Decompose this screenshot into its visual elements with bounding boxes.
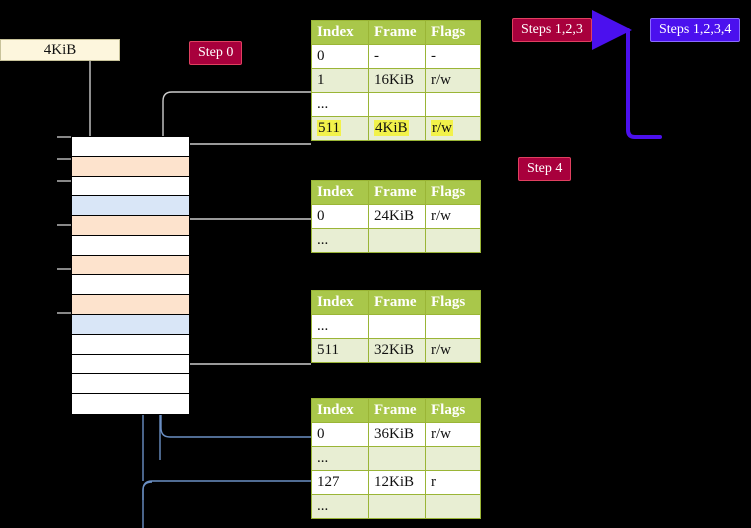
memory-tick-5 — [57, 312, 71, 314]
memory-frame-6 — [72, 255, 189, 276]
column-header-flags: Flags — [425, 290, 481, 315]
table-row: ... — [311, 228, 481, 253]
cell-flags — [425, 494, 481, 519]
cell-frame — [368, 228, 426, 253]
memory-tick-4 — [57, 268, 71, 270]
cell-index: 511 — [311, 338, 369, 363]
memory-frame-13 — [72, 394, 189, 414]
memory-tick-1 — [57, 158, 71, 160]
column-header-frame: Frame — [368, 180, 426, 205]
memory-frame-3 — [72, 196, 189, 217]
cell-flags: r/w — [425, 422, 481, 447]
table-row: ... — [311, 314, 481, 339]
table-row: 511 4KiB r/w — [311, 116, 481, 141]
cell-flags — [425, 314, 481, 339]
cell-flags: r/w — [425, 338, 481, 363]
memory-frame-12 — [72, 374, 189, 395]
wire-pd-511-to-memory — [164, 255, 311, 365]
cell-frame: 32KiB — [368, 338, 426, 363]
cell-flags — [425, 92, 481, 117]
physical-memory-column — [71, 136, 190, 415]
memory-tick-3 — [57, 224, 71, 226]
memory-frame-10 — [72, 334, 189, 355]
cell-frame: 12KiB — [368, 470, 426, 495]
memory-tick-2 — [57, 180, 71, 182]
cell-frame — [368, 494, 426, 519]
badge-steps-123: Steps 1,2,3 — [512, 18, 592, 42]
column-header-frame: Frame — [368, 290, 426, 315]
memory-frame-9 — [72, 315, 189, 335]
badge-step-4: Step 4 — [518, 157, 572, 181]
virtual-address-box: 4KiB — [0, 39, 120, 61]
table-row: ... — [311, 92, 481, 117]
cell-flags: - — [425, 44, 481, 69]
cell-index: 0 — [311, 204, 369, 229]
cell-frame: 36KiB — [368, 422, 426, 447]
cell-frame: - — [368, 44, 426, 69]
cell-flags: r — [425, 470, 481, 495]
table-row: ... — [311, 446, 481, 471]
cell-flags — [425, 446, 481, 471]
highlighted-value: 4KiB — [374, 120, 409, 136]
cell-flags — [425, 228, 481, 253]
cell-index: 0 — [311, 422, 369, 447]
cell-index: 127 — [311, 470, 369, 495]
badge-steps-1234: Steps 1,2,3,4 — [650, 18, 741, 42]
memory-frame-4 — [72, 216, 189, 236]
column-header-index: Index — [311, 290, 369, 315]
table-row: 0-- — [311, 44, 481, 69]
memory-frame-0 — [72, 137, 189, 157]
cell-index: ... — [311, 494, 369, 519]
cell-index: ... — [311, 446, 369, 471]
cell-frame: 24KiB — [368, 204, 426, 229]
cell-frame: 4KiB — [368, 116, 426, 141]
highlighted-value: r/w — [431, 120, 453, 136]
cell-flags: r/w — [425, 204, 481, 229]
cell-flags: r/w — [425, 68, 481, 93]
column-header-flags: Flags — [425, 180, 481, 205]
memory-frame-8 — [72, 295, 189, 316]
cell-index: 0 — [311, 44, 369, 69]
memory-frame-1 — [72, 156, 189, 177]
memory-frame-2 — [72, 176, 189, 197]
memory-frame-5 — [72, 235, 189, 256]
column-header-flags: Flags — [425, 398, 481, 423]
memory-tick-0 — [57, 136, 71, 138]
memory-frame-7 — [72, 275, 189, 296]
column-header-index: Index — [311, 20, 369, 45]
cell-index: ... — [311, 228, 369, 253]
cell-frame — [368, 446, 426, 471]
column-header-flags: Flags — [425, 20, 481, 45]
column-header-index: Index — [311, 398, 369, 423]
cell-frame — [368, 314, 426, 339]
column-header-frame: Frame — [368, 398, 426, 423]
column-header-frame: Frame — [368, 20, 426, 45]
table-row: ... — [311, 494, 481, 519]
cell-index: ... — [311, 92, 369, 117]
cell-index: 1 — [311, 68, 369, 93]
memory-frame-11 — [72, 354, 189, 375]
wire-pdpt-0-to-memory — [164, 209, 311, 229]
cell-frame: 16KiB — [368, 68, 426, 93]
column-header-index: Index — [311, 180, 369, 205]
badge-step-0: Step 0 — [189, 41, 243, 65]
highlighted-value: 511 — [317, 120, 341, 136]
cell-frame — [368, 92, 426, 117]
cell-index: 511 — [311, 116, 369, 141]
cell-index: ... — [311, 314, 369, 339]
wire-steps-bracket — [592, 10, 662, 139]
cell-flags: r/w — [425, 116, 481, 141]
